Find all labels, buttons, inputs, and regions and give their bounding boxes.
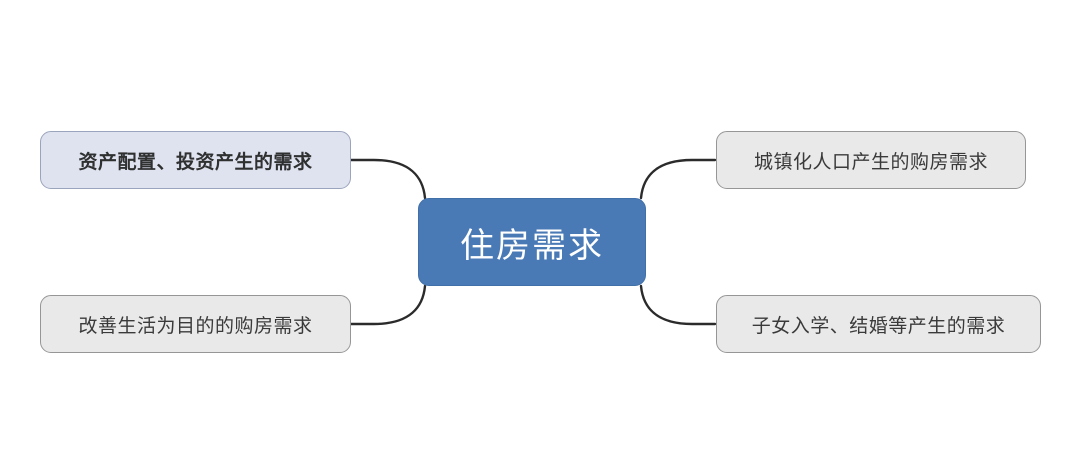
branch-node-bottom-left[interactable]: 改善生活为目的的购房需求 [40,295,351,353]
branch-node-bottom-right[interactable]: 子女入学、结婚等产生的需求 [716,295,1041,353]
branch-label-bottom-right: 子女入学、结婚等产生的需求 [751,315,1006,337]
branch-label-bottom-left: 改善生活为目的的购房需求 [78,315,313,337]
center-node[interactable]: 住房需求 [418,198,646,286]
connector-top-right [639,158,717,200]
branch-label-top-left: 资产配置、投资产生的需求 [78,151,313,173]
connector-bottom-right [639,284,717,326]
branch-label-top-right: 城镇化人口产生的购房需求 [753,151,988,173]
center-node-label: 住房需求 [460,226,604,265]
branch-node-top-left[interactable]: 资产配置、投资产生的需求 [40,131,351,189]
connector-bottom-left [349,284,427,326]
connector-top-left [349,158,427,200]
branch-node-top-right[interactable]: 城镇化人口产生的购房需求 [716,131,1026,189]
